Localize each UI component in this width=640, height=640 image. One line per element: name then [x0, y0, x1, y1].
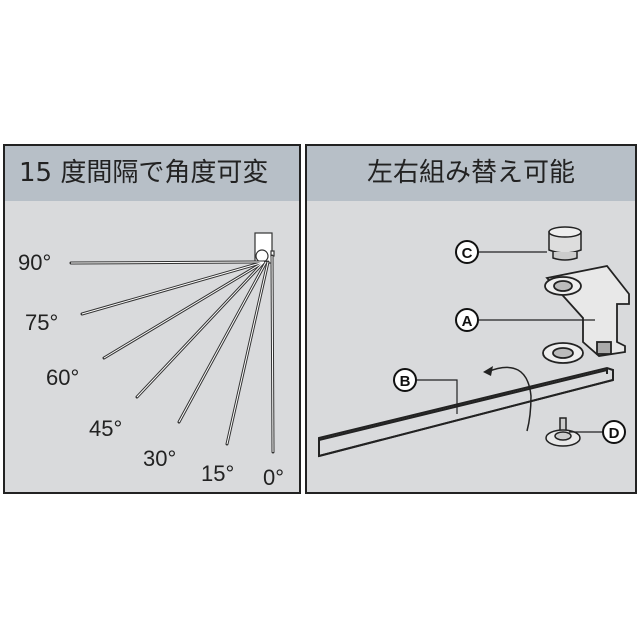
leader-lines — [417, 251, 603, 433]
washer — [542, 342, 584, 364]
part-label-d: D — [602, 420, 626, 444]
angle-arm-highlights — [70, 255, 274, 453]
angle-label-15: 15° — [201, 461, 234, 486]
angle-label-60: 60° — [46, 365, 79, 390]
angle-label-0: 0° — [263, 465, 284, 490]
angle-label-30: 30° — [143, 446, 176, 471]
angle-diagram: 90° 75° 60° 45° 30° 15° 0° — [18, 232, 284, 490]
parts-panel-title: 左右組み替え可能 — [307, 146, 635, 201]
hinge-pivot — [255, 249, 269, 263]
svg-text:B: B — [400, 373, 411, 390]
parts-panel: 左右組み替え可能 — [305, 144, 637, 494]
angle-label-45: 45° — [89, 416, 122, 441]
svg-text:C: C — [462, 245, 473, 262]
angle-panel: 15 度間隔で角度可変 90° 75° 60° 45° — [3, 144, 301, 494]
angle-label-75: 75° — [25, 310, 58, 335]
part-label-a: A — [455, 308, 479, 332]
bar-part-b — [318, 366, 614, 458]
cap-part-c — [548, 226, 582, 261]
part-label-c: C — [455, 240, 479, 264]
svg-text:A: A — [462, 313, 473, 330]
svg-text:D: D — [609, 425, 620, 442]
part-label-b: B — [393, 368, 417, 392]
bracket-part-a — [544, 265, 630, 357]
angle-panel-title: 15 度間隔で角度可変 — [5, 146, 299, 201]
parts-diagram: C A B D — [318, 226, 630, 458]
screw-part-d — [545, 417, 581, 447]
rotation-arrow-icon — [486, 366, 532, 432]
angle-label-90: 90° — [18, 250, 51, 275]
